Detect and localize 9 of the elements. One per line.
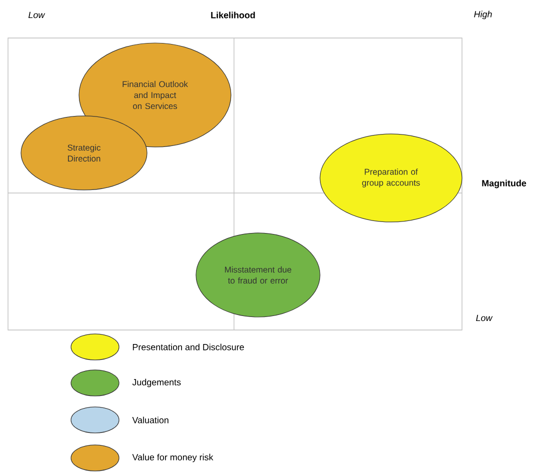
legend-label: Presentation and Disclosure bbox=[132, 344, 244, 350]
axis-label: Low bbox=[28, 12, 46, 18]
axis-label: Magnitude bbox=[482, 180, 526, 188]
axis-label: High bbox=[474, 10, 492, 20]
legend-label: Judgements bbox=[132, 378, 181, 388]
axis-label: Low bbox=[476, 314, 493, 322]
legend-label: Value for money risk bbox=[132, 454, 214, 462]
legend-label: Valuation bbox=[132, 416, 168, 424]
axis-label: Likelihood bbox=[211, 12, 255, 18]
